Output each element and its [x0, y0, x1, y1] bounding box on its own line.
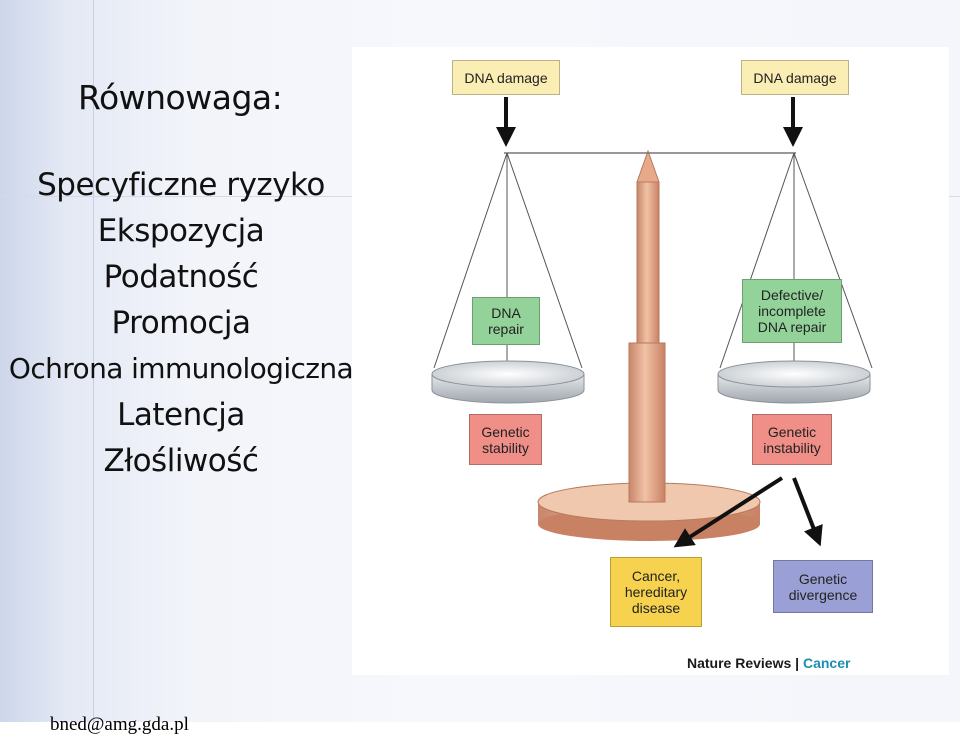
cancer-disease-box: Cancer, hereditary disease [610, 557, 702, 627]
genetic-instability-box: Genetic instability [752, 414, 832, 465]
list-item-specific-risk: Specyficzne ryzyko [37, 167, 325, 203]
credit-section: Cancer [802, 655, 851, 671]
scale-base [537, 482, 761, 541]
balance-figure: DNA damage DNA damage DNA repair Defecti… [352, 47, 949, 675]
genetic-divergence-box: Genetic divergence [773, 560, 873, 613]
defective-repair-box: Defective/ incomplete DNA repair [742, 279, 842, 343]
cancer-arrow [673, 476, 784, 548]
left-pan [431, 360, 585, 404]
left-dna-damage-box: DNA damage [452, 60, 560, 95]
footer-email: bned@amg.gda.pl [50, 714, 189, 735]
factor-list: Specyficzne ryzyko Ekspozycja Podatność … [0, 162, 362, 484]
right-dna-damage-box: DNA damage [741, 60, 849, 95]
list-item-susceptibility: Podatność [103, 259, 259, 295]
genetic-stability-box: Genetic stability [469, 414, 542, 465]
list-item-exposure: Ekspozycja [97, 213, 265, 249]
credit-journal: Nature Reviews [687, 655, 792, 671]
slide-heading: Równowaga: [78, 78, 283, 117]
list-item-promotion: Promocja [111, 305, 252, 341]
list-item-latency: Latencja [117, 397, 245, 433]
list-item-immune-protection: Ochrona immunologiczna [8, 352, 354, 385]
text-panel: Równowaga: Specyficzne ryzyko Ekspozycja… [0, 0, 360, 480]
dna-repair-box: DNA repair [472, 297, 540, 345]
journal-credit: Nature Reviews | Cancer [687, 655, 850, 671]
list-item-malignancy: Złośliwość [103, 443, 259, 479]
right-pan [717, 360, 871, 404]
divergence-arrow [792, 477, 823, 547]
scale-pillar [628, 149, 666, 503]
credit-separator: | [795, 655, 800, 671]
balance-scale-drawing [431, 97, 873, 548]
